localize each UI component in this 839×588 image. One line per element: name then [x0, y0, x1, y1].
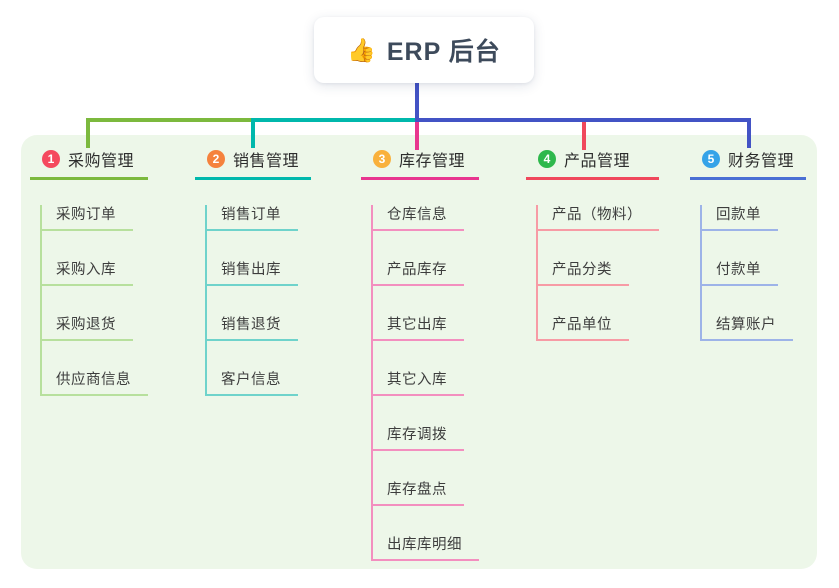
thumbs-up-icon: 👍	[347, 36, 377, 63]
branch-purchase: 1 采购管理 采购订单采购入库采购退货供应商信息	[30, 145, 148, 396]
connector-root-stem	[415, 83, 419, 120]
branch-product-label: 产品管理	[564, 153, 631, 170]
child-node-inventory[interactable]: 产品库存	[373, 260, 464, 286]
branch-children: 回款单付款单结算账户	[700, 205, 793, 341]
child-node-inventory[interactable]: 其它出库	[373, 315, 464, 341]
child-node-product[interactable]: 产品单位	[538, 315, 629, 341]
child-node-inventory[interactable]: 仓库信息	[373, 205, 464, 231]
branch-product: 4 产品管理 产品（物料） 产品分类产品单位	[526, 145, 659, 341]
child-node-product[interactable]: 产品（物料）	[538, 205, 659, 231]
connector-bus-right	[415, 118, 751, 122]
child-node-inventory[interactable]: 出库库明细	[373, 535, 479, 561]
branch-inventory: 3 库存管理 仓库信息产品库存其它出库其它入库库存调拨库存盘点出库库明细	[361, 145, 479, 561]
child-node-sales[interactable]: 客户信息	[207, 370, 298, 396]
branch-header[interactable]: 5 财务管理	[690, 145, 807, 180]
branch-sales-label: 销售管理	[233, 153, 300, 170]
connector-drop-finance	[747, 118, 751, 148]
branch-purchase-label: 采购管理	[68, 153, 135, 170]
root-node[interactable]: 👍 ERP 后台	[314, 17, 534, 83]
branch-children: 产品（物料） 产品分类产品单位	[536, 205, 659, 341]
branch-children: 销售订单销售出库销售退货客户信息	[205, 205, 298, 396]
child-node-sales[interactable]: 销售订单	[207, 205, 298, 231]
connector-drop-product	[582, 118, 586, 150]
child-node-finance[interactable]: 结算账户	[702, 315, 793, 341]
branch-finance: 5 财务管理 回款单付款单结算账户	[690, 145, 807, 341]
connector-drop-purchase	[86, 118, 90, 148]
child-node-purchase[interactable]: 采购退货	[42, 315, 133, 341]
branch-finance-label: 财务管理	[728, 153, 795, 170]
connector-bus-left	[86, 118, 253, 122]
branch-header[interactable]: 4 产品管理	[526, 145, 659, 180]
connector-bus-middle	[251, 118, 417, 122]
branch-product-number-badge: 4	[538, 150, 556, 168]
branch-sales: 2 销售管理 销售订单销售出库销售退货客户信息	[195, 145, 312, 396]
connector-drop-sales	[251, 118, 255, 148]
branch-inventory-label: 库存管理	[399, 153, 466, 170]
branch-sales-number-badge: 2	[207, 150, 225, 168]
branches-panel	[21, 135, 817, 569]
child-node-purchase[interactable]: 供应商信息	[42, 370, 148, 396]
child-node-sales[interactable]: 销售退货	[207, 315, 298, 341]
branch-inventory-number-badge: 3	[373, 150, 391, 168]
branch-children: 采购订单采购入库采购退货供应商信息	[40, 205, 148, 396]
branch-finance-number-badge: 5	[702, 150, 720, 168]
child-node-sales[interactable]: 销售出库	[207, 260, 298, 286]
connector-drop-inventory	[415, 121, 419, 150]
child-node-inventory[interactable]: 库存盘点	[373, 480, 464, 506]
child-node-inventory[interactable]: 其它入库	[373, 370, 464, 396]
child-node-finance[interactable]: 付款单	[702, 260, 778, 286]
branch-header[interactable]: 1 采购管理	[30, 145, 148, 180]
branch-header[interactable]: 3 库存管理	[361, 145, 479, 180]
root-title: ERP 后台	[386, 38, 501, 66]
branch-header[interactable]: 2 销售管理	[195, 145, 312, 180]
child-node-finance[interactable]: 回款单	[702, 205, 778, 231]
branch-purchase-number-badge: 1	[42, 150, 60, 168]
child-node-inventory[interactable]: 库存调拨	[373, 425, 464, 451]
child-node-purchase[interactable]: 采购订单	[42, 205, 133, 231]
child-node-purchase[interactable]: 采购入库	[42, 260, 133, 286]
branch-children: 仓库信息产品库存其它出库其它入库库存调拨库存盘点出库库明细	[371, 205, 479, 561]
child-node-product[interactable]: 产品分类	[538, 260, 629, 286]
